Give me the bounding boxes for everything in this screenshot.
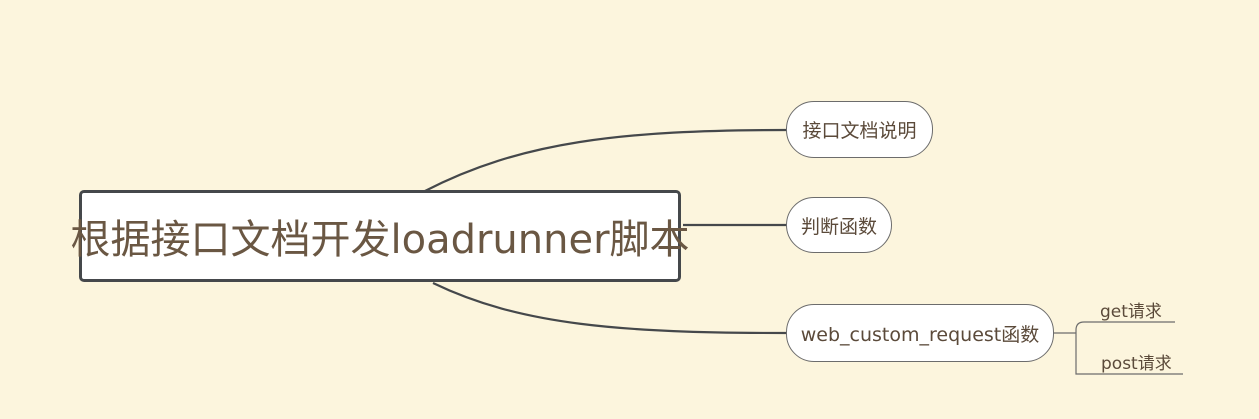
connector-branch-3-to-sub-1 xyxy=(1075,321,1175,333)
subtopic-post-request[interactable]: post请求 xyxy=(1101,349,1172,374)
branch-topic-label: 接口文档说明 xyxy=(802,120,917,142)
branch-topic-judge-function[interactable]: 判断函数 xyxy=(786,197,892,253)
connector-branch-3-to-sub-2 xyxy=(1075,333,1183,375)
branch-topic-interface-doc[interactable]: 接口文档说明 xyxy=(786,101,933,158)
branch-topic-web-custom-request[interactable]: web_custom_request函数 xyxy=(786,304,1054,362)
root-topic[interactable]: 根据接口文档开发loadrunner脚本 xyxy=(70,190,690,282)
branch-topic-label: web_custom_request函数 xyxy=(800,323,1040,346)
subtopic-label: post请求 xyxy=(1101,354,1172,374)
subtopic-get-request[interactable]: get请求 xyxy=(1100,297,1162,322)
branch-topic-label: 判断函数 xyxy=(800,215,877,238)
root-topic-label: 根据接口文档开发loadrunner脚本 xyxy=(70,217,690,263)
connector-root-to-branch-3 xyxy=(432,282,788,335)
subtopic-label: get请求 xyxy=(1100,302,1162,322)
connector-root-to-branch-1 xyxy=(424,128,788,192)
